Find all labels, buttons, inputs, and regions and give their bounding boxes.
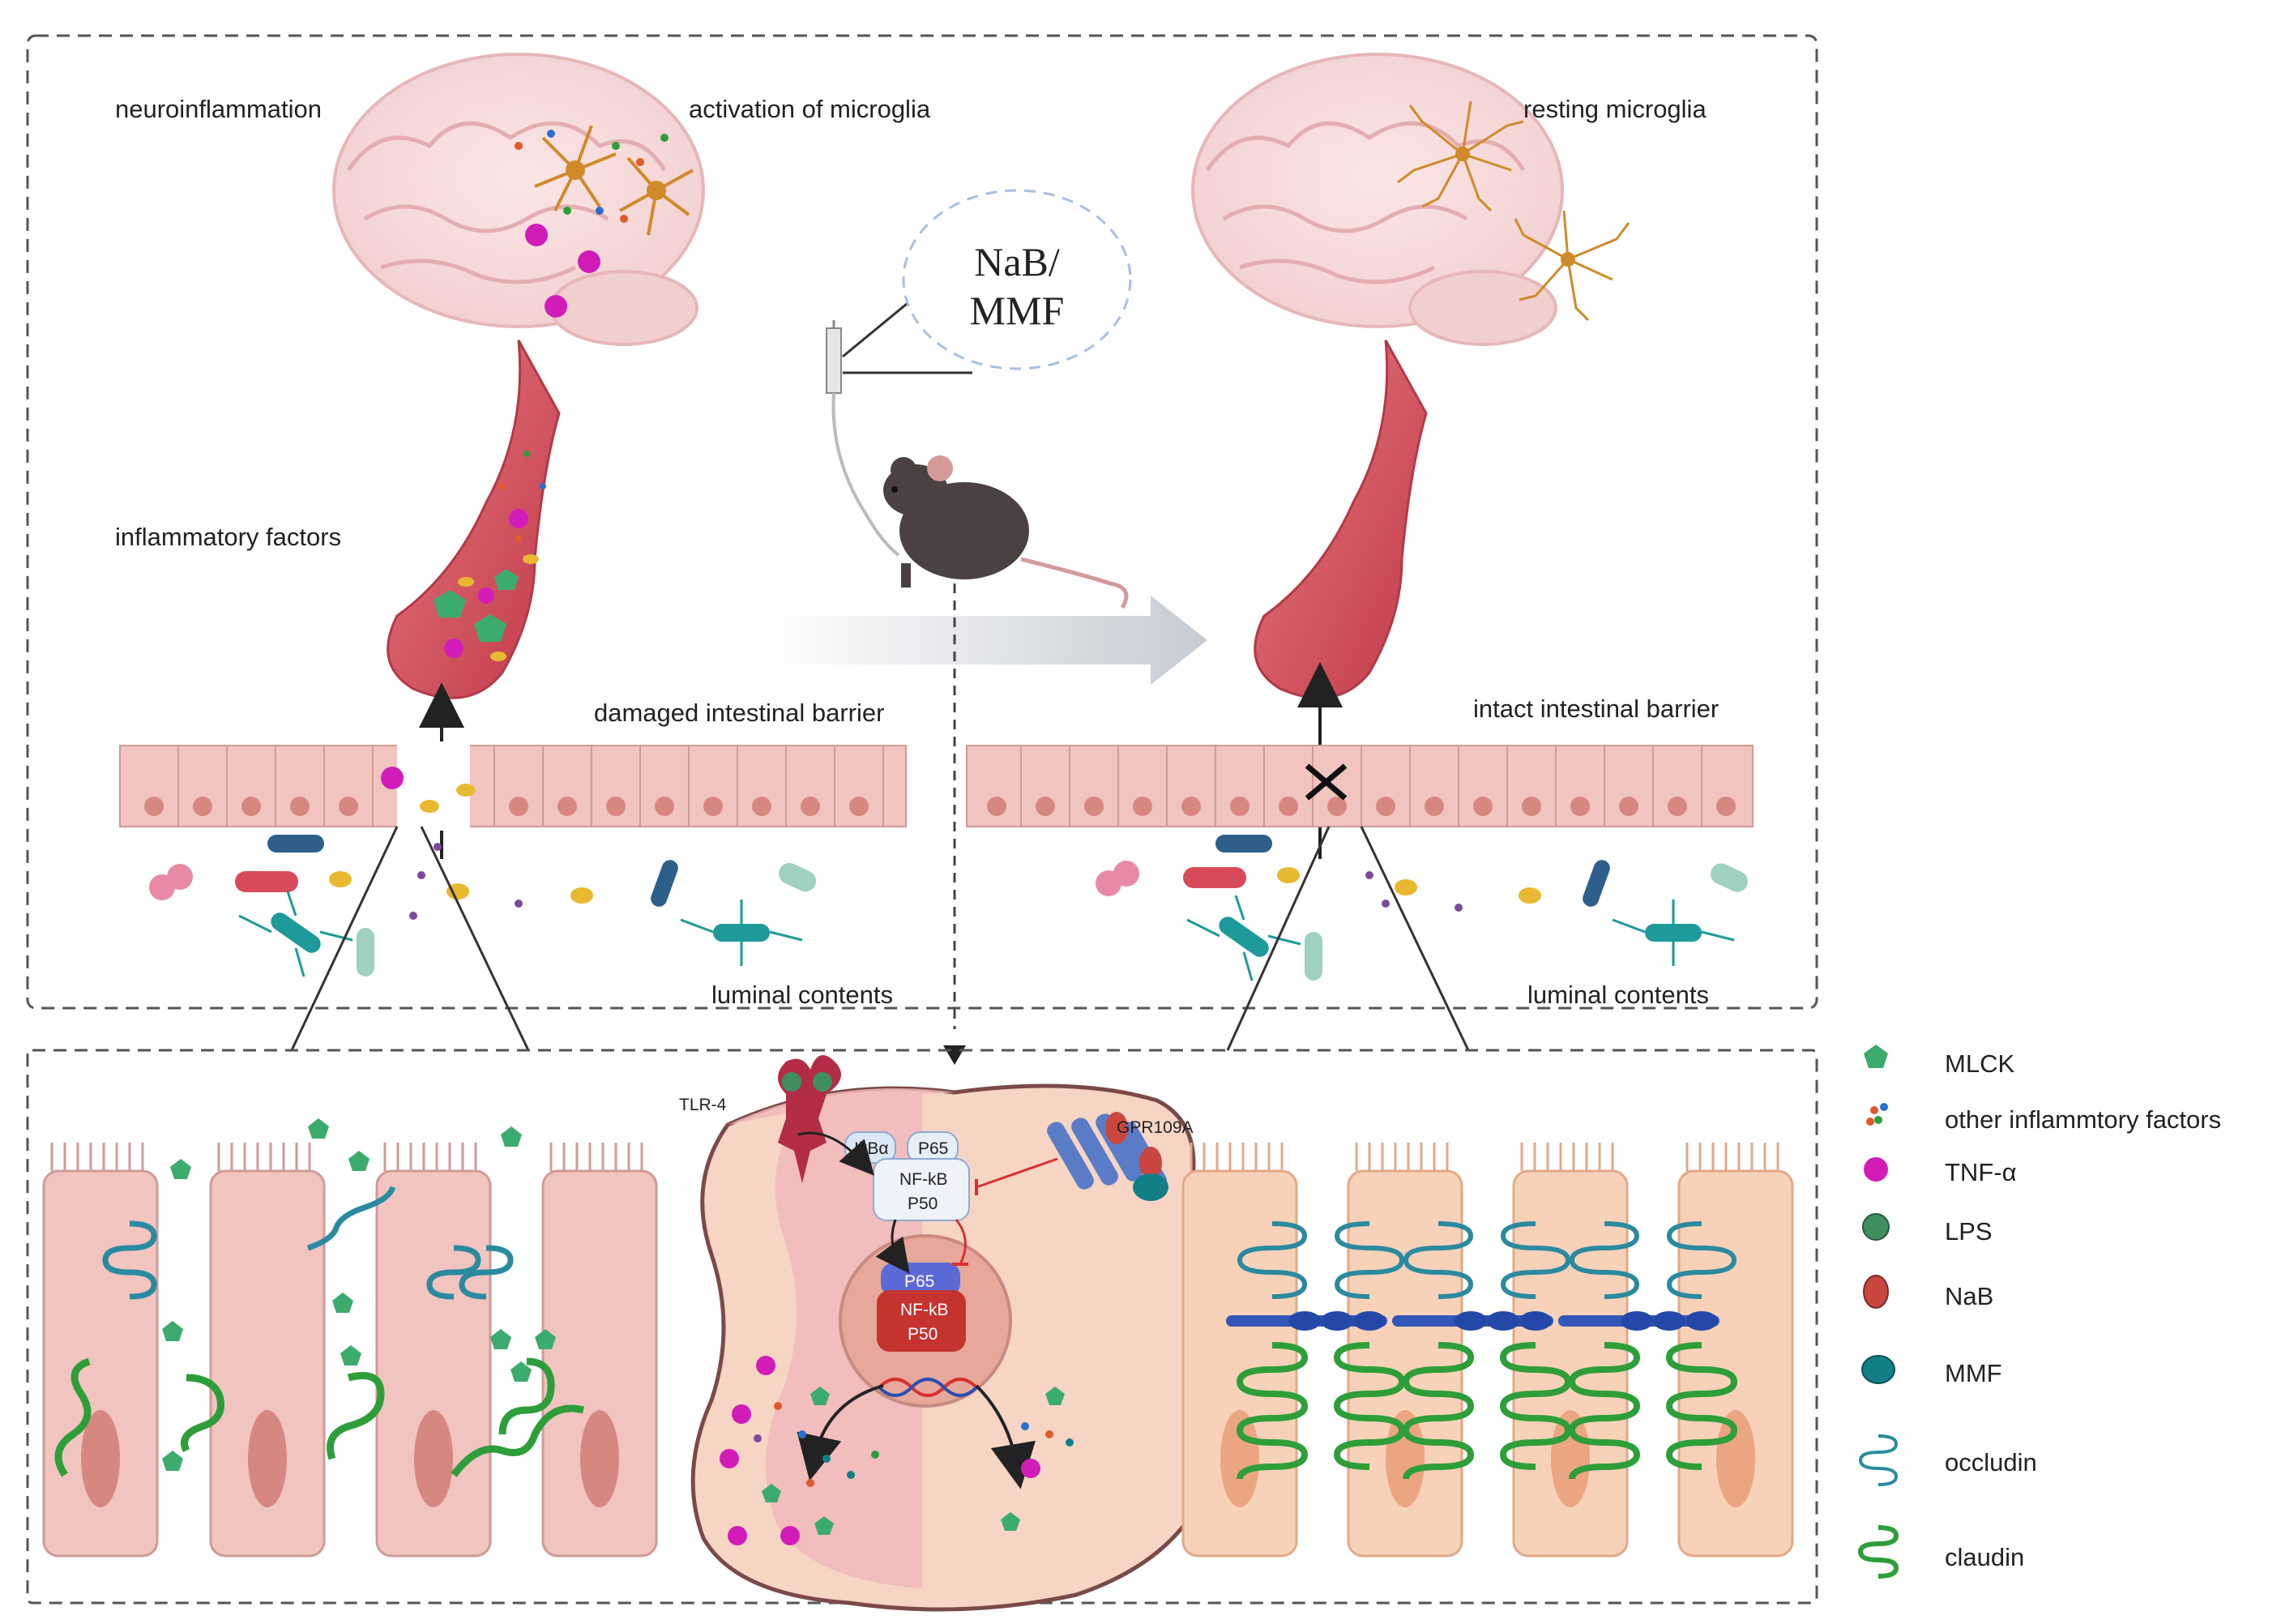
legend-label: claudin: [1945, 1543, 2024, 1571]
legend-item: claudin: [1857, 1525, 2024, 1579]
mlck-pentagon-icon: [1864, 1045, 1888, 1068]
label-intact-barrier: intact intestinal barrier: [1473, 694, 1719, 723]
legend-item: other inflammtory factors: [1866, 1103, 2221, 1134]
label-p50-cyto: P50: [908, 1194, 938, 1213]
top-panel-frame: [26, 34, 1818, 1010]
label-activation-microglia: activation of microglia: [689, 95, 931, 123]
right-epithelial-cells: [1181, 1143, 1794, 1558]
left-intestinal-barrier: [119, 741, 907, 831]
arrow-dna-right: [975, 1384, 1036, 1489]
gpr109a-receptor-icon: [1047, 1112, 1168, 1201]
right-luminal-bacteria: [1096, 835, 1748, 981]
lps-circle-icon: [1862, 1213, 1890, 1241]
label-luminal-right: luminal contents: [1527, 981, 1709, 1009]
legend-label: occludin: [1945, 1448, 2037, 1477]
label-tlr4: TLR-4: [679, 1096, 727, 1114]
cell-cytokines: [720, 1356, 1074, 1545]
zoom-lines: [290, 826, 1470, 1051]
legend-item: TNF-α: [1864, 1157, 2017, 1186]
claudin-icon: [1857, 1525, 1899, 1579]
legend-item: NaB: [1863, 1275, 1993, 1310]
treatment-label-line1: NaB/: [974, 239, 1060, 284]
right-gut-tube: [1254, 340, 1428, 699]
left-luminal-bacteria: [149, 835, 817, 977]
callout-line-top: [842, 298, 912, 358]
legend-label: other inflammtory factors: [1945, 1105, 2221, 1134]
arrow-tlr4-to-complex: [797, 1131, 874, 1176]
label-p65-nucleus: P65: [904, 1272, 934, 1291]
legend-label: MMF: [1945, 1359, 2002, 1387]
label-p65-cyto: P65: [918, 1139, 948, 1158]
syringe-icon: [826, 320, 900, 557]
legend-label: MLCK: [1945, 1049, 2014, 1078]
legend-item: LPS: [1862, 1213, 1993, 1246]
label-nfkb-cyto: NF-kB: [899, 1170, 948, 1189]
legend: MLCK other inflammtory factors TNF-α LPS…: [1857, 1045, 2221, 1579]
label-ikba: IkBα: [854, 1139, 888, 1158]
label-damaged-barrier: damaged intestinal barrier: [594, 699, 884, 727]
treatment-label-line2: MMF: [970, 288, 1065, 333]
dna-helix-icon: [878, 1378, 978, 1397]
inflammatory-dots-icon: [1866, 1103, 1888, 1126]
tlr4-receptor-icon: [778, 1055, 841, 1183]
right-brain: [1191, 53, 1630, 346]
block-cross-icon: [1305, 763, 1348, 801]
occludin-icon: [1858, 1434, 1899, 1486]
left-brain: [332, 53, 705, 346]
label-nfkb-nucleus: NF-kB: [900, 1301, 949, 1319]
treatment-progress-arrow: [762, 596, 1207, 685]
label-luminal-left: luminal contents: [711, 981, 893, 1009]
arrow-dna-left: [797, 1384, 884, 1481]
label-neuroinflammation: neuroinflammation: [115, 95, 322, 123]
mouse-icon: [883, 455, 1129, 609]
center-down-arrowhead: [943, 1045, 966, 1065]
label-inflammatory-factors: inflammatory factors: [115, 523, 341, 551]
tnf-circle-icon: [1864, 1157, 1888, 1182]
legend-item: MLCK: [1864, 1045, 2014, 1078]
label-resting-microglia: resting microglia: [1523, 95, 1707, 123]
treatment-bubble: [902, 189, 1132, 370]
legend-item: MMF: [1861, 1355, 2002, 1387]
right-intestinal-barrier: [966, 745, 1754, 827]
mmf-oval-icon: [1861, 1355, 1895, 1384]
left-gut-tube: [387, 340, 561, 699]
left-gut-contents: [434, 451, 546, 661]
red-curve-inhibit: [955, 1219, 967, 1265]
left-epithelial-cells: [42, 1118, 658, 1558]
label-gpr109a: GPR109A: [1117, 1118, 1194, 1137]
arrow-complex-to-nucleus: [875, 1219, 910, 1274]
nab-oval-icon: [1863, 1275, 1889, 1309]
inhibit-line-gpr: [976, 1157, 1058, 1189]
legend-label: NaB: [1945, 1282, 1993, 1310]
label-p50-nucleus: P50: [908, 1325, 938, 1344]
legend-label: LPS: [1945, 1217, 1993, 1246]
legend-label: TNF-α: [1945, 1158, 2017, 1186]
legend-item: occludin: [1858, 1434, 2037, 1486]
